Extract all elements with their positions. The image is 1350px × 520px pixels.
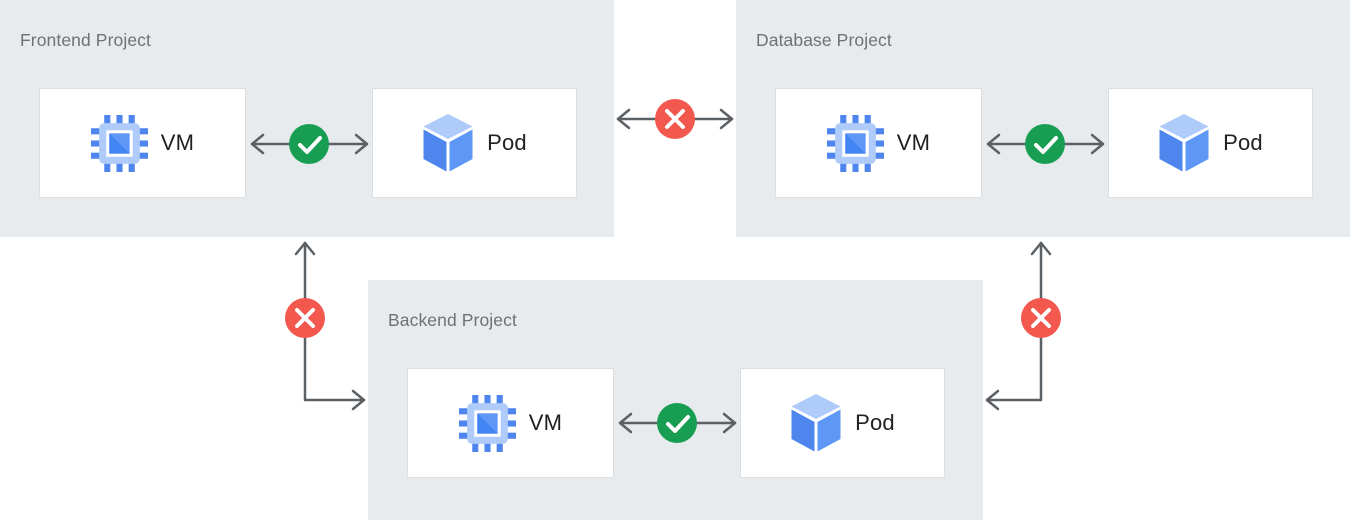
cross-icon	[1031, 308, 1051, 328]
backend-project-title: Backend Project	[388, 310, 517, 330]
vm-compute-chip-icon	[459, 395, 516, 452]
backend-vm-label: VM	[528, 410, 563, 435]
blocked-badge	[655, 99, 695, 139]
pod-cube-icon	[422, 113, 474, 173]
backend-pod-label: Pod	[855, 410, 895, 435]
blocked-badge	[285, 298, 325, 338]
frontend-backend-connection	[285, 241, 366, 411]
cross-icon	[665, 109, 685, 129]
database-vm-label: VM	[896, 130, 931, 155]
frontend-database-connection	[616, 99, 734, 139]
cross-icon	[295, 308, 315, 328]
database-project-panel: Database Project VM Pod	[736, 0, 1350, 237]
vm-compute-chip-icon	[91, 115, 148, 172]
blocked-badge	[1021, 298, 1061, 338]
frontend-project-panel: Frontend Project VM Pod	[0, 0, 614, 237]
pod-cube-icon	[790, 393, 842, 453]
vm-compute-chip-icon	[827, 115, 884, 172]
database-project-title: Database Project	[756, 30, 892, 50]
database-backend-connection	[985, 241, 1061, 411]
database-pod-node: Pod	[1108, 88, 1313, 198]
database-pod-label: Pod	[1223, 130, 1263, 155]
backend-vm-node: VM	[407, 368, 614, 478]
backend-pod-node: Pod	[740, 368, 945, 478]
frontend-project-title: Frontend Project	[20, 30, 151, 50]
database-vm-node: VM	[775, 88, 982, 198]
backend-project-panel: Backend Project VM Pod	[368, 280, 983, 520]
frontend-pod-node: Pod	[372, 88, 577, 198]
frontend-vm-label: VM	[160, 130, 195, 155]
pod-cube-icon	[1158, 113, 1210, 173]
frontend-vm-node: VM	[39, 88, 246, 198]
frontend-pod-label: Pod	[487, 130, 527, 155]
